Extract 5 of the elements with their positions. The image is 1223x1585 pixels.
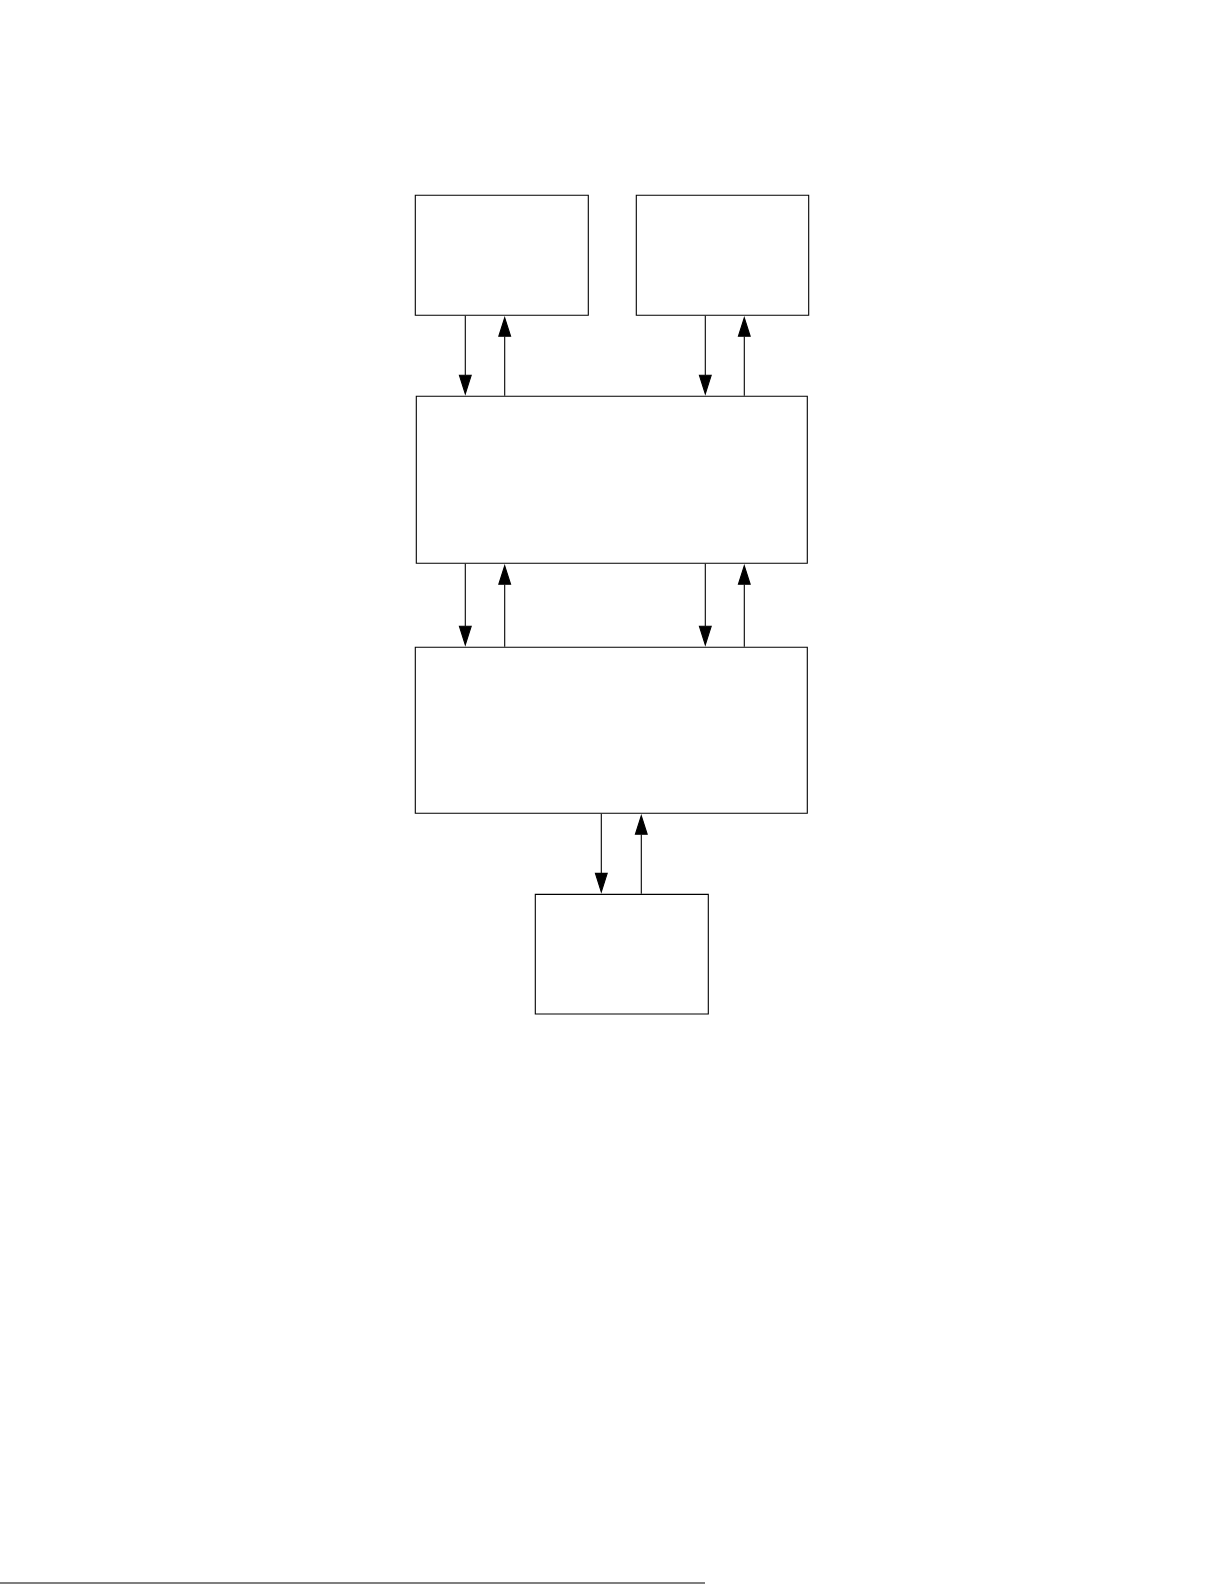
block-box <box>635 194 810 316</box>
block-box <box>414 194 589 316</box>
block-box <box>415 395 808 564</box>
block-box <box>414 646 808 814</box>
block-box <box>534 893 709 1015</box>
